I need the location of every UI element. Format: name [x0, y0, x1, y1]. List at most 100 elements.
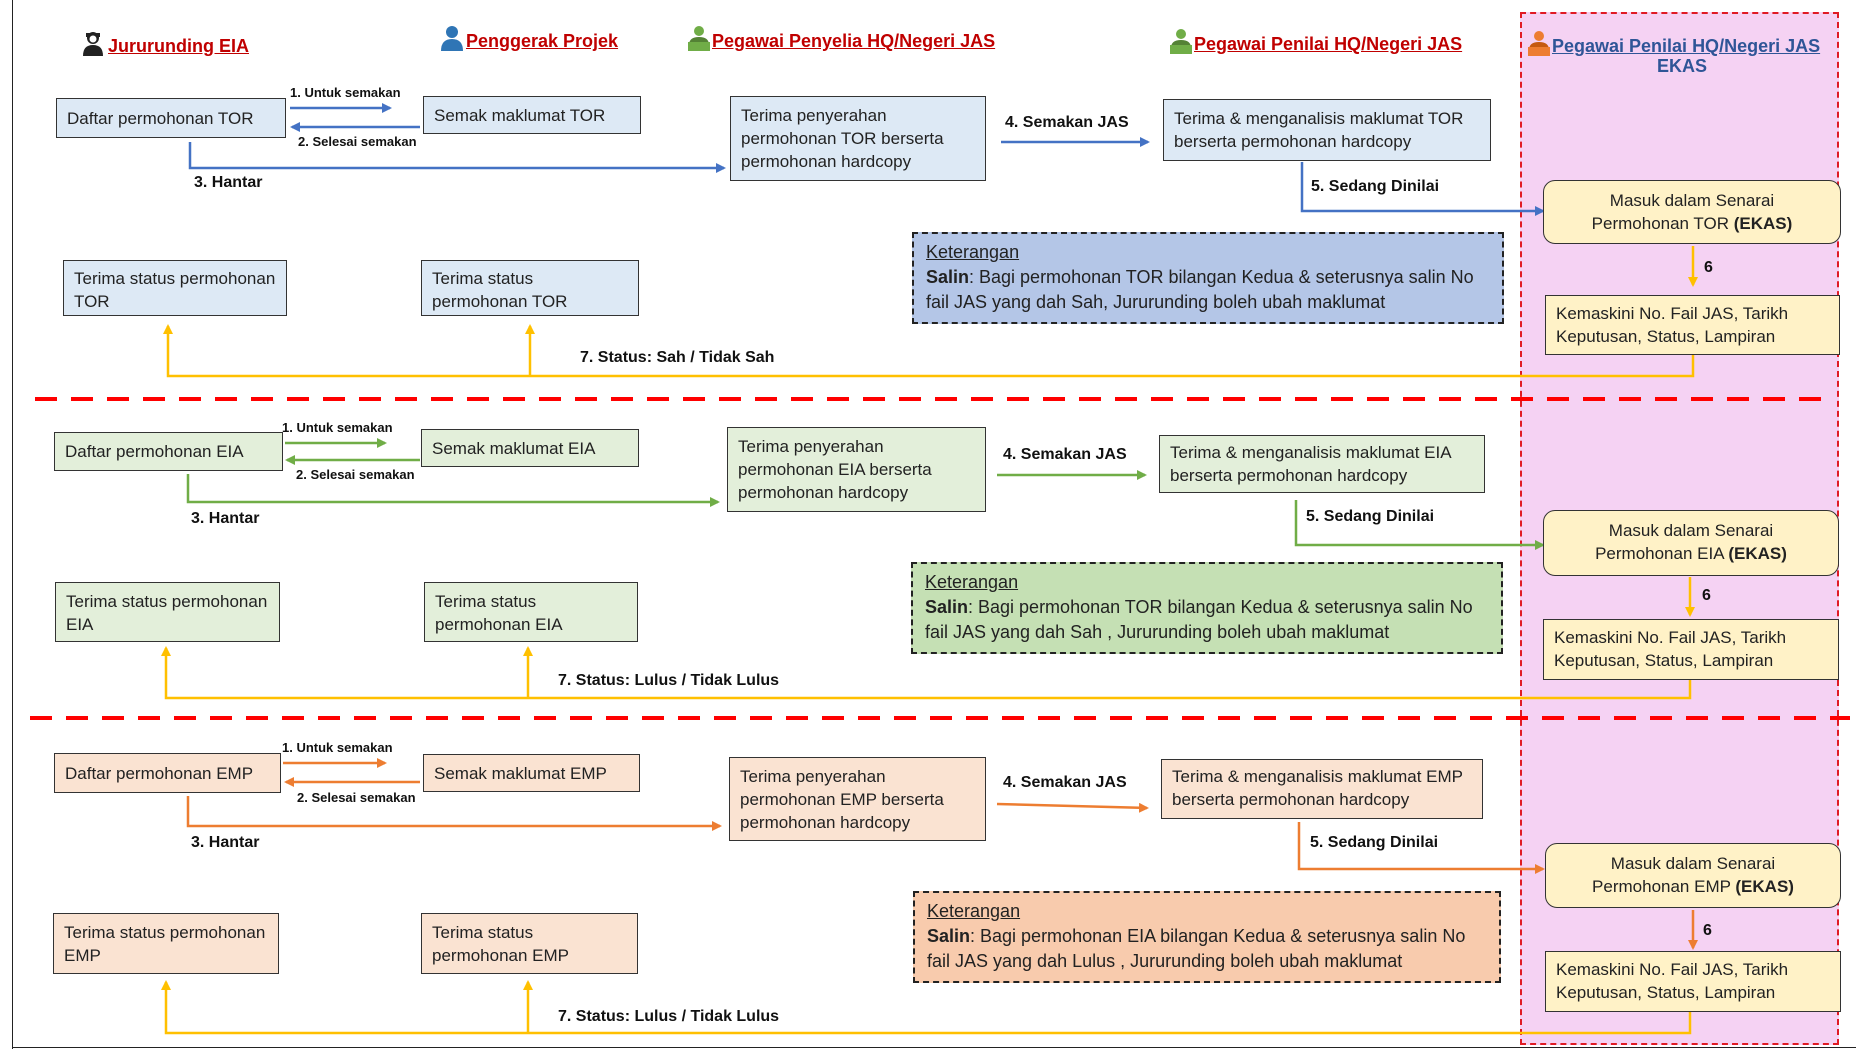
terima-analisis-box: Terima & menganalisis maklumat EIA berse…: [1159, 435, 1485, 493]
masuk-senarai-box: Masuk dalam Senarai Permohonan TOR (EKAS…: [1543, 180, 1841, 244]
status-jururunding-box: Terima status permohonan EMP: [53, 913, 279, 974]
daftar-permohonan-box: Daftar permohonan TOR: [56, 98, 286, 138]
keterangan-salin: Salin: [926, 267, 970, 287]
officer-icon: [1528, 30, 1550, 61]
label-step-7: 7. Status: Lulus / Tidak Lulus: [558, 672, 780, 689]
label-step-5: 5. Sedang Dinilai: [1306, 508, 1435, 525]
keterangan-note: Keterangan Salin: Bagi permohonan TOR bi…: [911, 562, 1503, 654]
label-step-1: 1. Untuk semakan: [290, 85, 401, 100]
kemaskini-box: Kemaskini No. Fail JAS, Tarikh Keputusan…: [1543, 619, 1839, 680]
arrow-sedang-dinilai: [1294, 500, 1545, 550]
semak-maklumat-box: Semak maklumat EMP: [423, 754, 640, 792]
masuk-senarai-line1: Masuk dalam Senarai: [1610, 854, 1776, 873]
masuk-senarai-box: Masuk dalam Senarai Permohonan EMP (EKAS…: [1545, 843, 1841, 908]
masuk-senarai-ekas: (EKAS): [1733, 214, 1793, 233]
masuk-senarai-line2: Permohonan EMP: [1592, 877, 1731, 896]
label-step-3: 3. Hantar: [191, 510, 260, 527]
label-step-4: 4. Semakan JAS: [1003, 774, 1127, 791]
label-step-2: 2. Selesai semakan: [298, 134, 417, 149]
label-step-6: 6: [1704, 259, 1713, 276]
keterangan-title: Keterangan: [925, 572, 1019, 592]
status-jururunding-box: Terima status permohonan EIA: [55, 582, 280, 642]
daftar-permohonan-box: Daftar permohonan EIA: [54, 432, 283, 471]
masuk-senarai-ekas: (EKAS): [1728, 544, 1787, 563]
label-step-1: 1. Untuk semakan: [282, 740, 393, 755]
user-icon: [440, 25, 464, 56]
arrow-hantar: [188, 142, 726, 173]
keterangan-title: Keterangan: [927, 901, 1021, 921]
consultant-icon: [80, 30, 106, 61]
terima-penyerahan-box: Terima penyerahan permohonan EMP bersert…: [729, 757, 986, 841]
masuk-senarai-line2-wrap: Permohonan TOR (EKAS): [1554, 212, 1830, 235]
keterangan-title: Keterangan: [926, 242, 1020, 262]
header-penyelia: Pegawai Penyelia HQ/Negeri JAS: [688, 25, 995, 56]
header-penilai-ekas: Pegawai Penilai HQ/Negeri JAS: [1528, 30, 1820, 61]
keterangan-salin: Salin: [925, 597, 969, 617]
header-penggerak: Penggerak Projek: [440, 25, 618, 56]
header-penilai-ekas-label: Pegawai Penilai HQ/Negeri JAS: [1552, 36, 1821, 56]
keterangan-body: Salin: Bagi permohonan TOR bilangan Kedu…: [925, 595, 1489, 645]
arrow-hantar: [186, 796, 722, 831]
terima-penyerahan-box: Terima penyerahan permohonan TOR bersert…: [730, 96, 986, 181]
header-penyelia-label: Pegawai Penyelia HQ/Negeri JAS: [712, 31, 996, 51]
kemaskini-box: Kemaskini No. Fail JAS, Tarikh Keputusan…: [1545, 295, 1840, 355]
status-penggerak-box: Terima status permohonan EIA: [424, 582, 638, 642]
arrow-sedang-dinilai: [1300, 162, 1545, 216]
masuk-senarai-line2: Permohonan EIA: [1595, 544, 1724, 563]
header-ekas: EKAS: [1657, 56, 1708, 76]
keterangan-body: Salin: Bagi permohonan TOR bilangan Kedu…: [926, 265, 1490, 315]
arrow-semakan-jas: [996, 802, 1149, 813]
daftar-permohonan-box: Daftar permohonan EMP: [54, 753, 281, 793]
label-step-1: 1. Untuk semakan: [282, 420, 393, 435]
keterangan-body: Salin: Bagi permohonan EIA bilangan Kedu…: [927, 924, 1487, 974]
semak-maklumat-box: Semak maklumat EIA: [421, 429, 639, 467]
label-step-7: 7. Status: Lulus / Tidak Lulus: [558, 1008, 780, 1025]
keterangan-note: Keterangan Salin: Bagi permohonan EIA bi…: [913, 891, 1501, 983]
arrow-status-to-jururunding: [161, 980, 1692, 1035]
label-step-7: 7. Status: Sah / Tidak Sah: [580, 349, 775, 366]
masuk-senarai-ekas: (EKAS): [1735, 877, 1794, 896]
keterangan-text: : Bagi permohonan TOR bilangan Kedua & s…: [925, 597, 1473, 642]
keterangan-note: Keterangan Salin: Bagi permohonan TOR bi…: [912, 232, 1504, 324]
header-penilai: Pegawai Penilai HQ/Negeri JAS: [1170, 28, 1462, 59]
label-step-4: 4. Semakan JAS: [1003, 446, 1127, 463]
terima-analisis-box: Terima & menganalisis maklumat EMP berse…: [1161, 759, 1483, 819]
label-step-2: 2. Selesai semakan: [296, 467, 415, 482]
kemaskini-box: Kemaskini No. Fail JAS, Tarikh Keputusan…: [1545, 951, 1841, 1012]
keterangan-text: : Bagi permohonan TOR bilangan Kedua & s…: [926, 267, 1474, 312]
label-step-6: 6: [1703, 922, 1712, 939]
masuk-senarai-line1: Masuk dalam Senarai: [1609, 191, 1775, 210]
label-step-4: 4. Semakan JAS: [1005, 114, 1129, 131]
semak-maklumat-box: Semak maklumat TOR: [423, 96, 641, 134]
keterangan-text: : Bagi permohonan EIA bilangan Kedua & s…: [927, 926, 1466, 971]
arrow-hantar: [186, 474, 720, 507]
label-step-5: 5. Sedang Dinilai: [1310, 834, 1439, 851]
status-penggerak-box: Terima status permohonan EMP: [421, 913, 638, 974]
label-step-3: 3. Hantar: [191, 834, 260, 851]
status-penggerak-box: Terima status permohonan TOR: [421, 260, 639, 316]
terima-analisis-box: Terima & menganalisis maklumat TOR berse…: [1163, 99, 1491, 161]
header-jururunding: Jururunding EIA: [80, 30, 249, 61]
frame-bottom-border: [12, 1047, 1856, 1048]
masuk-senarai-line2-wrap: Permohonan EMP (EKAS): [1556, 875, 1830, 898]
officer-icon: [688, 25, 710, 56]
masuk-senarai-line2-wrap: Permohonan EIA (EKAS): [1554, 542, 1828, 565]
label-step-3: 3. Hantar: [194, 174, 263, 191]
masuk-senarai-box: Masuk dalam Senarai Permohonan EIA (EKAS…: [1543, 510, 1839, 576]
label-step-6: 6: [1702, 587, 1711, 604]
arrow-sedang-dinilai: [1297, 822, 1545, 874]
keterangan-salin: Salin: [927, 926, 971, 946]
header-penilai-label: Pegawai Penilai HQ/Negeri JAS: [1194, 34, 1463, 54]
frame-left-border: [12, 0, 13, 1049]
label-step-2: 2. Selesai semakan: [297, 790, 416, 805]
header-penggerak-label: Penggerak Projek: [466, 31, 619, 51]
arrow-status-to-jururunding: [163, 324, 1695, 378]
header-jururunding-label: Jururunding EIA: [108, 36, 249, 56]
arrow-status-to-jururunding: [161, 646, 1692, 700]
label-step-5: 5. Sedang Dinilai: [1311, 178, 1440, 195]
status-jururunding-box: Terima status permohonan TOR: [63, 260, 287, 316]
officer-icon: [1170, 28, 1192, 59]
masuk-senarai-line2: Permohonan TOR: [1591, 214, 1730, 233]
